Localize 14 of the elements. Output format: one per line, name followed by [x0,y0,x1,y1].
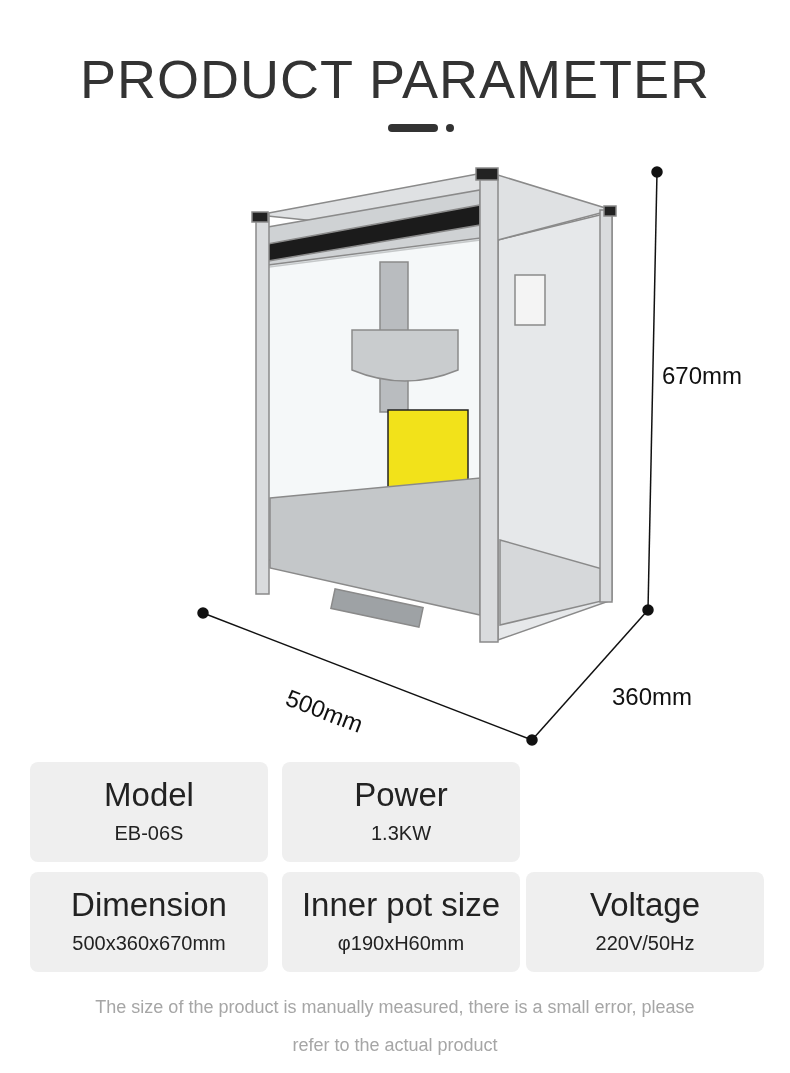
title: PRODUCT PARAMETER [78,48,712,110]
parameter-value: 220V/50Hz [594,932,696,955]
parameter-name: Power [353,776,449,814]
dimension-label: 670mm [662,362,743,390]
parameter-name: Model [103,776,195,814]
parameter-value: EB-06S [113,822,185,845]
parameter-name: Dimension [70,886,228,924]
caption: The size of the product is manually measured, there is a small error, please refer to the actual product [95,996,695,1057]
parameter-value: φ190xH60mm [336,932,466,955]
parameter-name: Inner pot size [300,886,502,924]
dimension-label: 360mm [612,683,693,711]
parameter-value: 1.3KW [370,822,432,845]
parameter-name: Voltage [588,886,702,924]
parameter-value: 500x360x670mm [71,932,227,955]
